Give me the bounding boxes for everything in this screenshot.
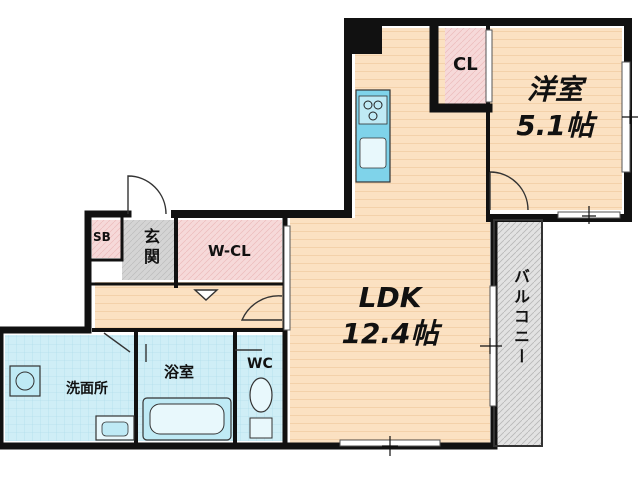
western-room-size: 5.1帖 [516,109,594,142]
entrance-floor [122,220,176,280]
bathtub [142,397,232,441]
ldk-label: LDK 12.4帖 [330,280,450,352]
kitchen-counter [355,89,391,183]
toilet-label: WC [247,356,273,372]
closet-label: CL [453,54,478,75]
washroom-label: 洗面所 [66,381,108,397]
sliding-door [283,225,291,331]
balcony-floor [495,220,541,445]
window-markers [382,110,638,456]
balcony-label: バルコニー [511,268,530,368]
shoe-box-floor [92,220,122,258]
ldk-floor [290,218,490,443]
toilet-fixture [249,377,273,439]
washing-machine [9,365,41,397]
western-room-label: 洋室 5.1帖 [510,72,600,144]
bathroom-label: 浴室 [164,363,195,381]
doors [103,171,529,362]
ldk-name: LDK [358,281,422,314]
walkin-closet-label: W-CL [208,242,251,260]
entrance-label: 玄関 [141,228,160,268]
structural-column [352,26,382,54]
closet-floor [445,28,488,106]
washbasin [95,415,135,441]
hallway-floor [95,282,283,330]
ldk-size: 12.4帖 [341,317,439,350]
walkin-closet-floor [178,220,282,280]
shoe-box-label: SB [93,230,111,244]
closet-door [485,29,493,103]
western-room-name: 洋室 [526,73,583,106]
